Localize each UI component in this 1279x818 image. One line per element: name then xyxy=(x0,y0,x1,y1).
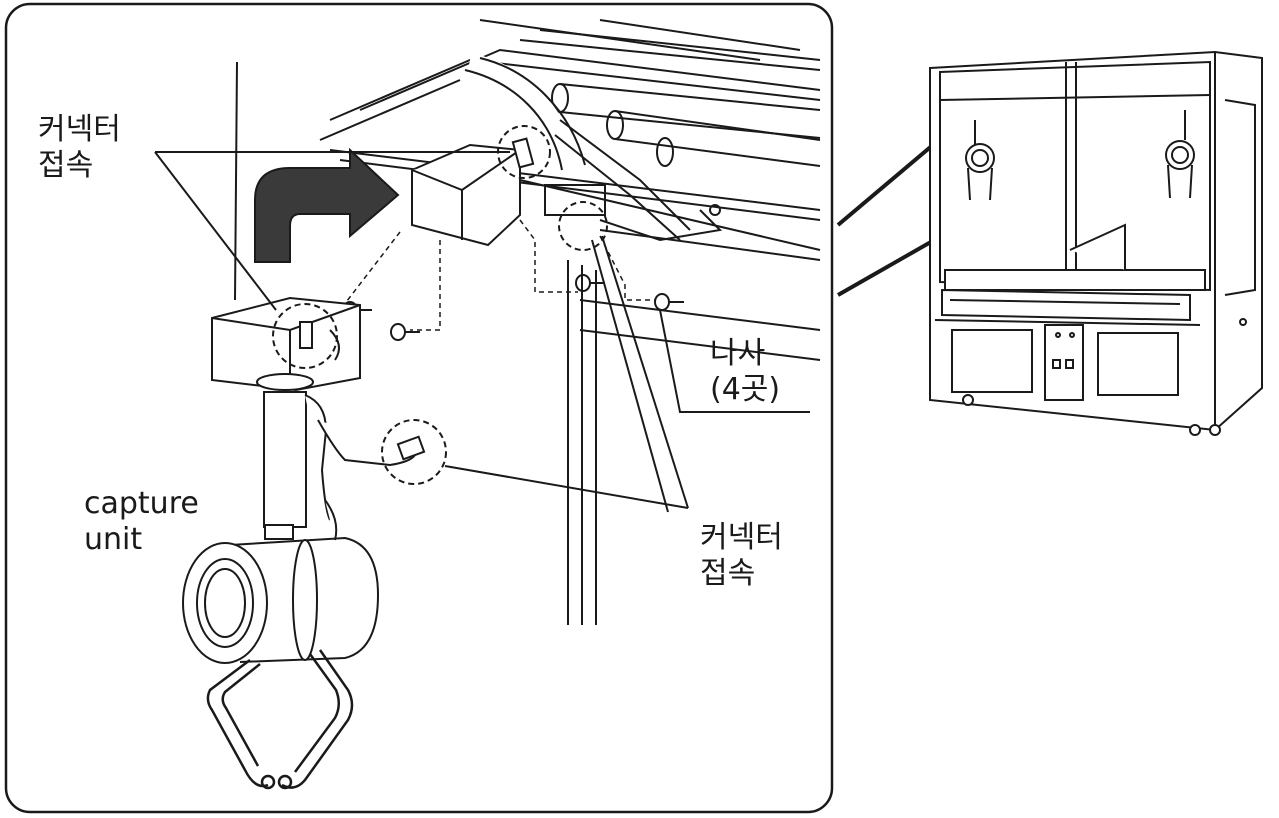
crane-machine xyxy=(929,50,1263,436)
label-connector-bottom-line2: 접속 xyxy=(700,556,756,591)
label-capture-unit: capture unit xyxy=(84,486,199,558)
label-connector-top-line2: 접속 xyxy=(38,148,94,183)
label-screw-line2: (4곳) xyxy=(710,372,781,407)
claw xyxy=(206,649,354,790)
capture-unit-box xyxy=(211,296,361,392)
detail-frame xyxy=(4,2,834,814)
label-connector-bottom: 커넥터 접속 xyxy=(700,520,783,592)
screw-guide-lines xyxy=(339,219,655,331)
leader-lines xyxy=(154,61,810,513)
ceiling-rail-structure xyxy=(319,19,821,261)
label-connector-top-line1: 커넥터 xyxy=(38,112,121,147)
curved-arrow-icon xyxy=(254,147,400,263)
connector-highlight-box xyxy=(272,303,338,369)
label-connector-bottom-line1: 커넥터 xyxy=(700,520,783,555)
connector-highlight-bottom xyxy=(381,419,447,485)
cable-connector xyxy=(396,435,426,461)
connector-highlight-rail xyxy=(558,201,608,251)
label-screw: 나사 (4곳) xyxy=(710,336,780,408)
capture-shaft xyxy=(256,373,416,528)
connector-icon xyxy=(511,137,535,169)
label-connector-top: 커넥터 접속 xyxy=(38,112,121,184)
crane-head xyxy=(182,499,380,664)
vertical-pole xyxy=(567,260,821,625)
label-capture-unit-line2: unit xyxy=(84,522,143,557)
upper-bracket-box xyxy=(411,143,521,247)
label-screw-line1: 나사 xyxy=(710,336,766,371)
label-capture-unit-line1: capture xyxy=(84,486,199,521)
